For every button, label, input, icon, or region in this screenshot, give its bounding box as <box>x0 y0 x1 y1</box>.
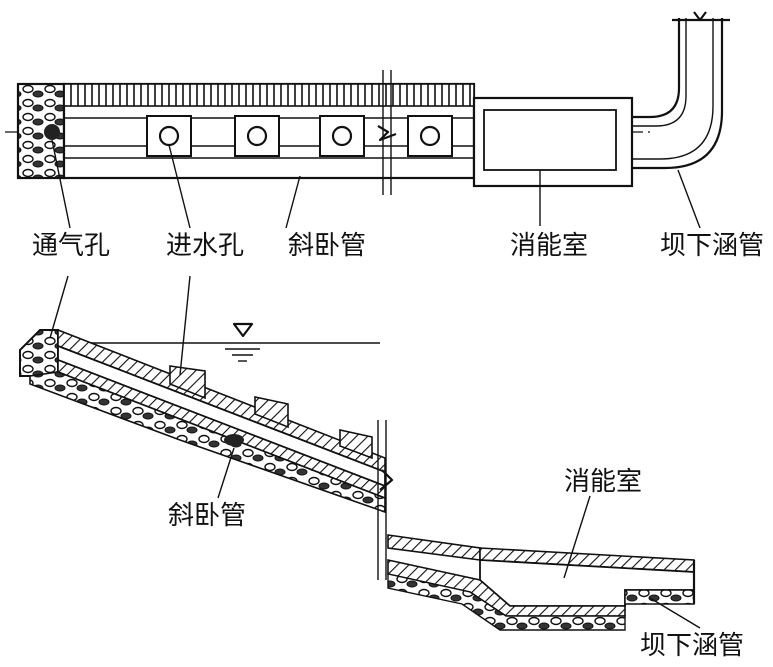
inlet-hole-3 <box>319 115 365 157</box>
section-break-line <box>377 420 394 580</box>
stilling-chamber-label: 消能室 <box>510 231 588 261</box>
stilling-chamber-plan-outer <box>472 96 634 188</box>
inlet-hole-2 <box>234 115 280 157</box>
inlet-hole-label: 进水孔 <box>166 231 244 261</box>
bedding-dark-stone <box>224 434 244 446</box>
vent-hole-marker <box>44 124 60 140</box>
plan-break-line <box>377 70 397 195</box>
section-culvert-label: 坝下涵管 <box>640 631 744 661</box>
step-blocks <box>169 365 373 460</box>
vent-hole-label: 通气孔 <box>32 231 110 261</box>
lower-pipe-top-slab <box>387 534 481 561</box>
culvert-label: 坝下涵管 <box>660 231 764 261</box>
plan-view <box>5 11 730 195</box>
lower-bedding <box>387 573 626 631</box>
section-view <box>19 322 696 631</box>
inclined-pipe-bottom-slab <box>57 358 386 500</box>
vent-tower-section <box>19 329 59 377</box>
inclined-pipe-label: 斜卧管 <box>288 231 366 261</box>
inclined-pipe-plan-steps <box>63 83 475 107</box>
inlet-hole-1 <box>146 115 192 157</box>
plan-leaders <box>51 139 701 229</box>
section-stilling-chamber-label: 消能室 <box>564 467 642 497</box>
stilling-chamber-plan-inner <box>483 109 617 171</box>
section-inclined-pipe-label: 斜卧管 <box>168 501 246 531</box>
culvert-plan-bend <box>632 11 730 170</box>
section-leaders <box>49 275 701 629</box>
inclined-pipe-bore <box>57 344 386 488</box>
water-level-symbol <box>80 322 380 362</box>
culvert-section <box>624 589 695 605</box>
inlet-hole-4 <box>407 115 453 157</box>
inclined-pipe-bedding <box>29 371 386 514</box>
